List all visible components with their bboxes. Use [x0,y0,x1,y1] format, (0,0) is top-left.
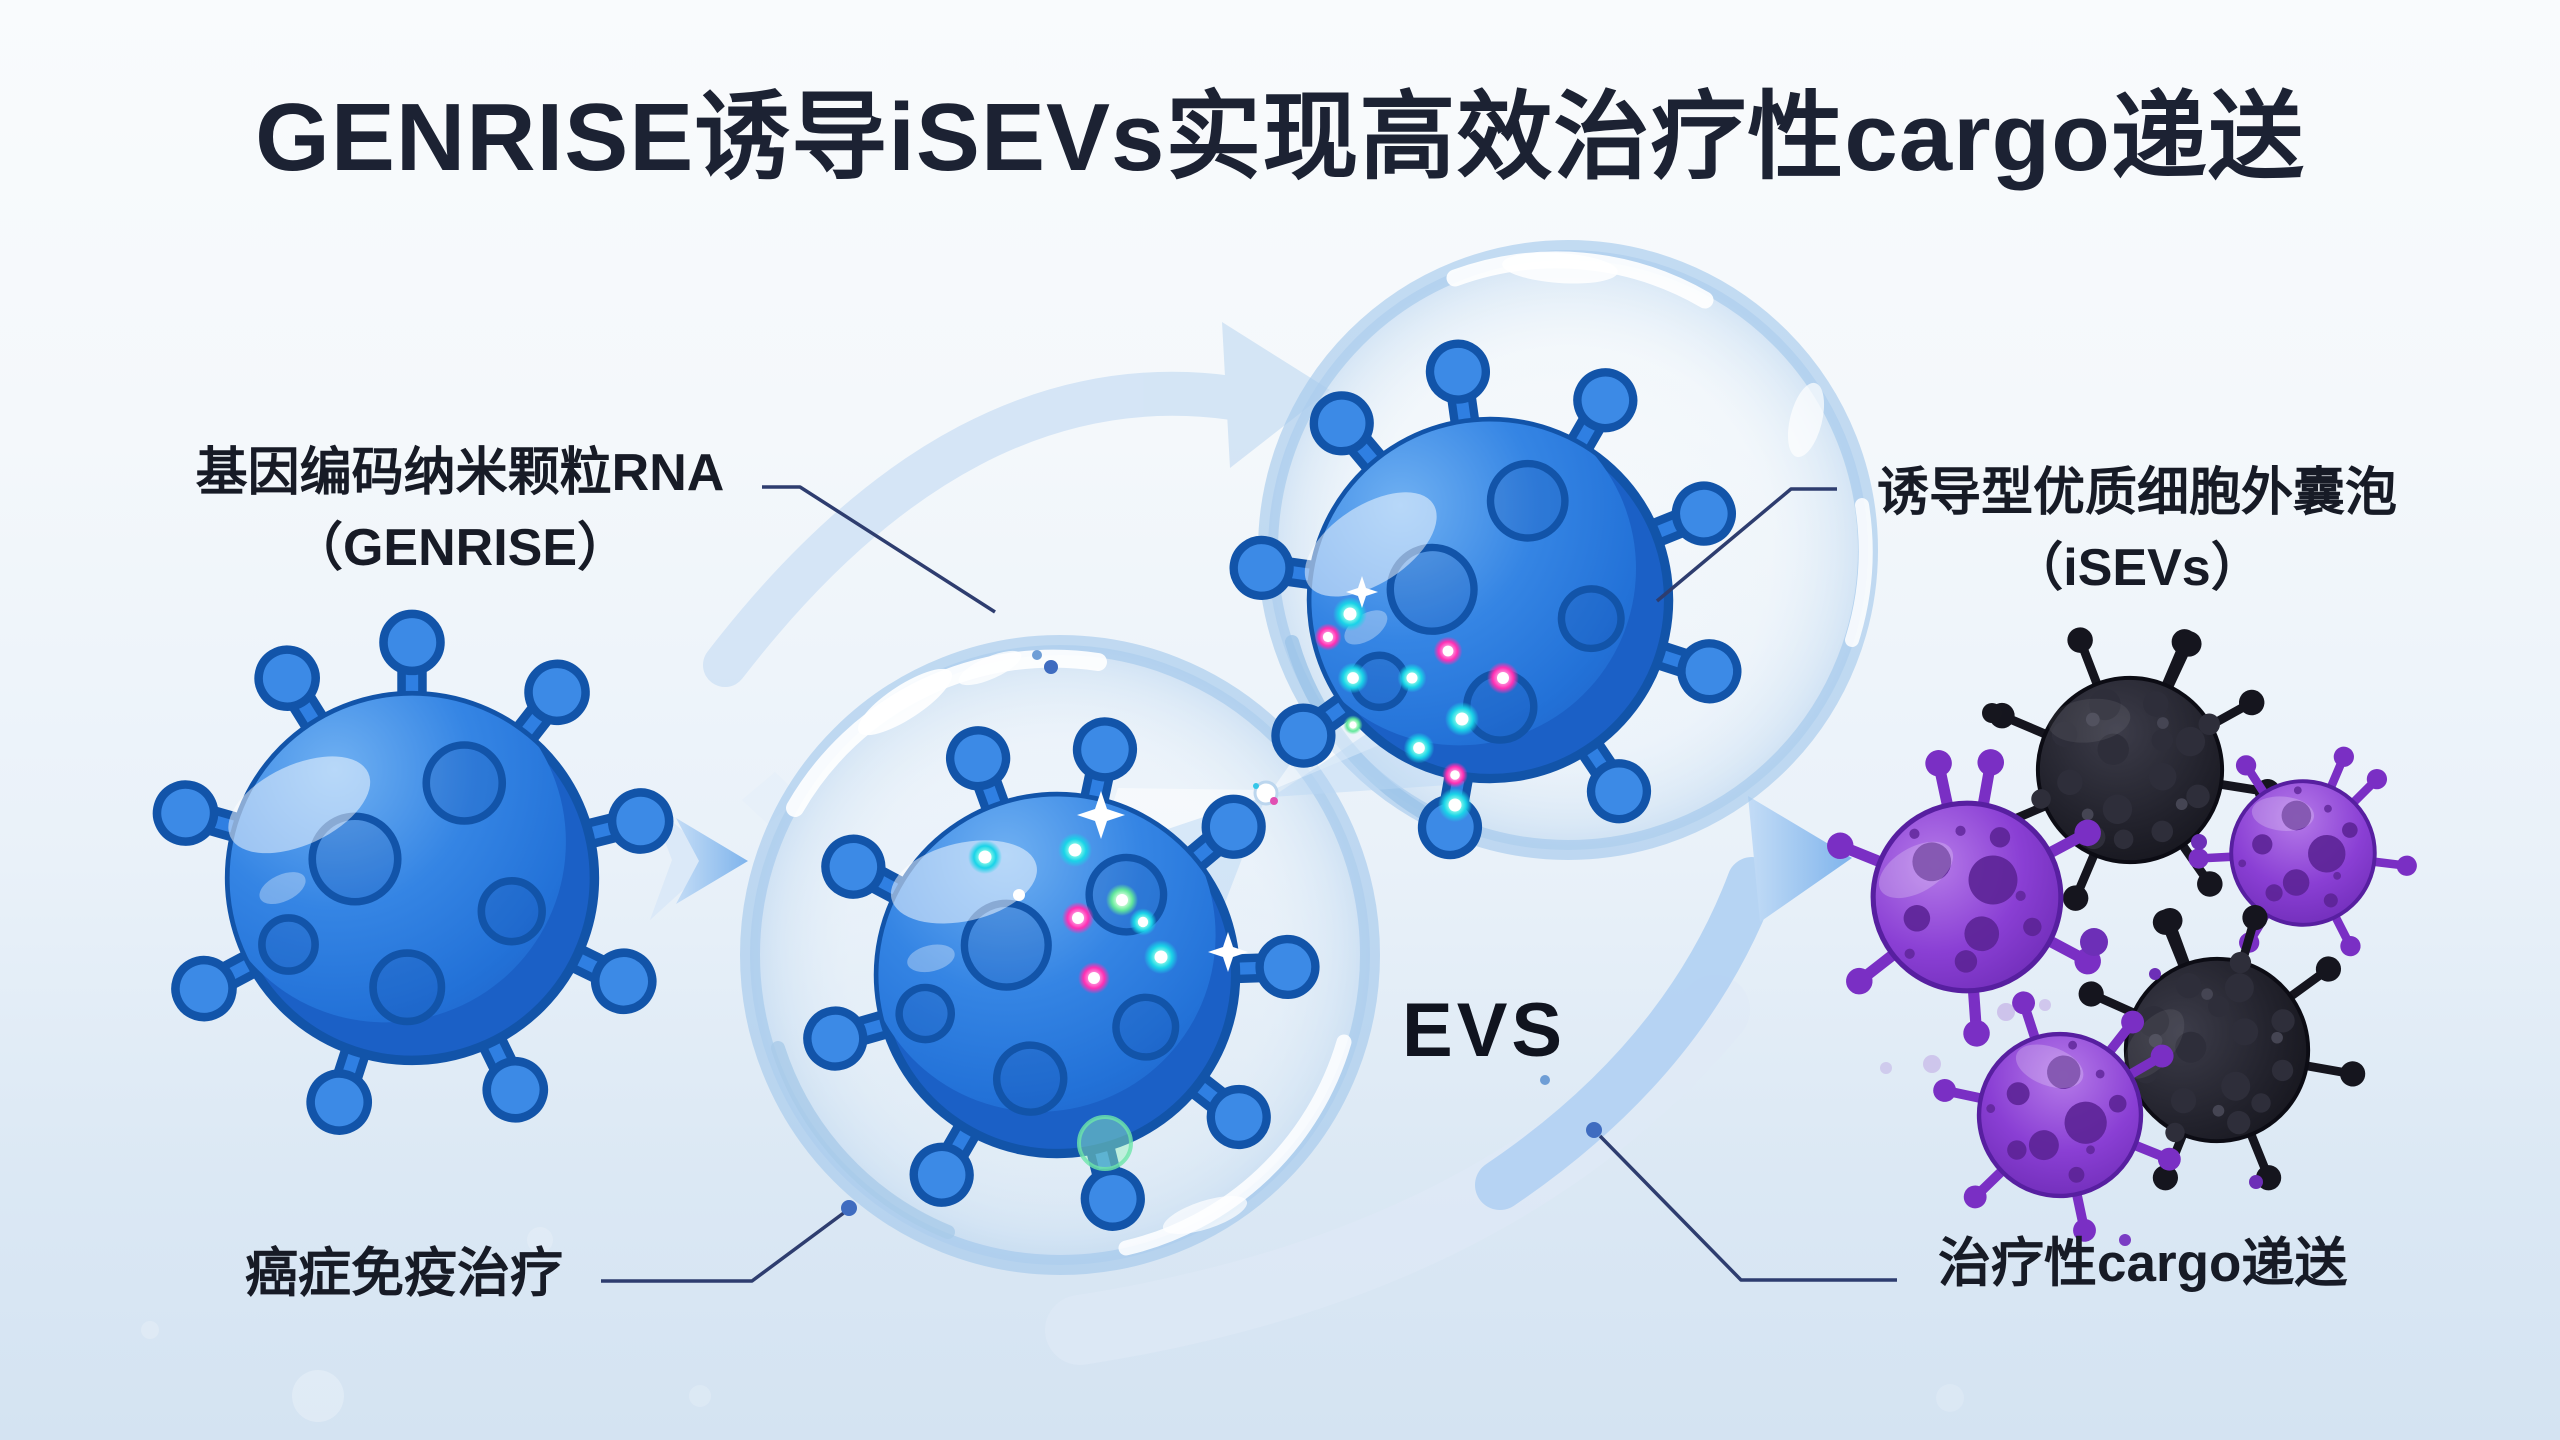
label-evs: EVS [1402,988,1567,1073]
label-isevs-line1: 诱导型优质细胞外囊泡 [1876,464,2398,522]
label-isevs: 诱导型优质细胞外囊泡 （iSEVs） [1877,456,2397,607]
cargo-dots-left [968,791,1248,1171]
curved-arrow-top [703,322,1330,687]
connector-genrise [762,485,1058,674]
genrise-nanoparticle [150,614,675,1138]
isev-particle-group [1804,581,2456,1296]
page-title: GENRISE诱导iSEVs实现高效治疗性cargo递送 [255,84,2305,191]
connector-cargo [1540,1075,1897,1282]
delivery-arrow-right [1475,796,1852,1210]
background-bubbles [141,1227,1964,1422]
label-genrise-line2: （GENRISE） [290,519,630,578]
connector-cancer [601,1200,857,1283]
label-cargo-delivery: 治疗性cargo递送 [1938,1234,2348,1293]
label-isevs-line2: （iSEVs） [2011,539,2263,598]
label-genrise-line1: 基因编码纳米颗粒RNA [195,444,725,502]
label-genrise: 基因编码纳米颗粒RNA （GENRISE） [196,436,725,587]
label-cancer-immunotherapy: 癌症免疫治疗 [245,1244,563,1303]
connector-isevs [1655,487,1837,603]
